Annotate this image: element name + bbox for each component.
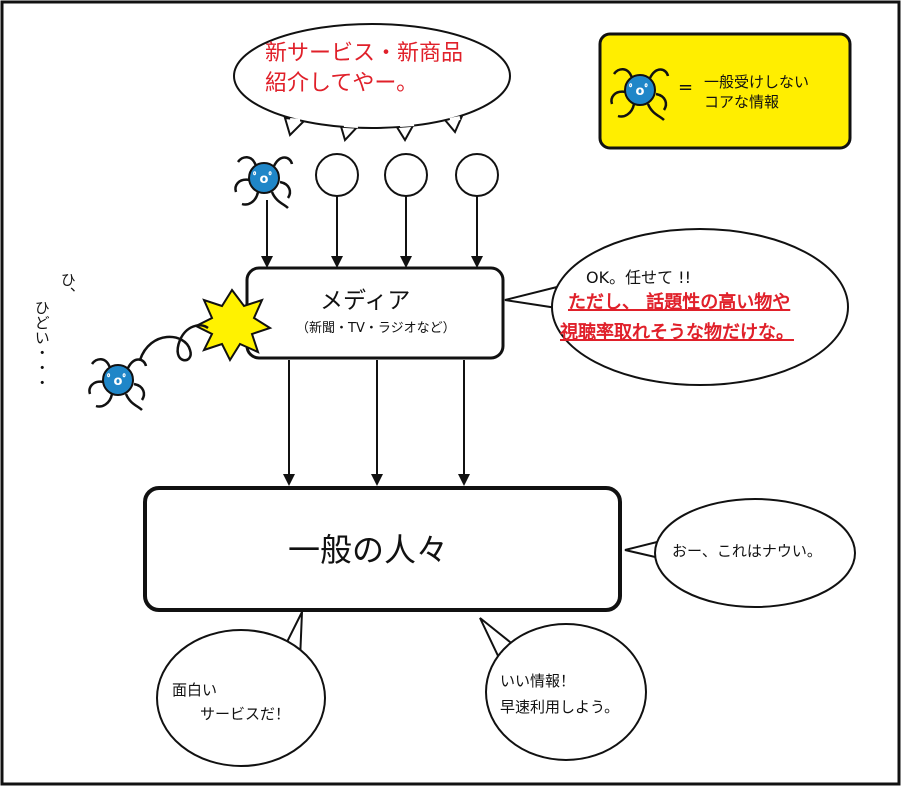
legend-line-1: 一般受けしない xyxy=(704,73,810,91)
speech-bubble-public-left xyxy=(156,611,326,767)
media-reply-line-1: OK。任せて !! xyxy=(586,268,692,287)
speech-bubble-media-reply xyxy=(504,228,849,386)
public-reply-left-line-1: 面白い xyxy=(172,681,218,699)
explosion-burst xyxy=(193,288,273,363)
request-line-1: 新サービス・新商品 xyxy=(265,41,464,66)
legend-line-2: コアな情報 xyxy=(704,93,780,111)
public-title: 一般の人々 xyxy=(288,531,449,569)
speech-bubble-public-right xyxy=(624,498,856,608)
public-reply-left-line-2: サービスだ！ xyxy=(200,705,291,723)
media-subtitle: （新聞・TV・ラジオなど） xyxy=(296,321,456,336)
rejected-voice-line-1: ひ、 xyxy=(58,272,77,302)
public-box xyxy=(143,486,622,612)
source-creature-icon xyxy=(234,155,294,210)
source-circle-1 xyxy=(315,153,359,197)
media-title: メディア xyxy=(320,288,411,314)
bounce-trail xyxy=(138,324,209,362)
public-reply-middle-line-2: 早速利用しよう。 xyxy=(500,698,620,716)
public-reply-middle-line-1: いい情報！ xyxy=(500,672,576,690)
rejected-voice-line-2: ひどい・・・ xyxy=(32,300,51,390)
rejected-creature-icon xyxy=(88,357,148,412)
source-circle-2 xyxy=(384,153,428,197)
media-reply-line-3: 視聴率取れそうな物だけな。 xyxy=(560,322,794,343)
speech-bubble-public-middle xyxy=(479,617,647,761)
legend-equals: = xyxy=(678,77,694,98)
source-circle-3 xyxy=(455,153,499,197)
media-reply-line-2: ただし、 話題性の高い物や xyxy=(568,292,791,313)
speech-bubble-request xyxy=(233,23,511,142)
public-reply-right: おー、これはナウい。 xyxy=(672,542,822,560)
request-line-2: 紹介してやー。 xyxy=(265,71,419,96)
